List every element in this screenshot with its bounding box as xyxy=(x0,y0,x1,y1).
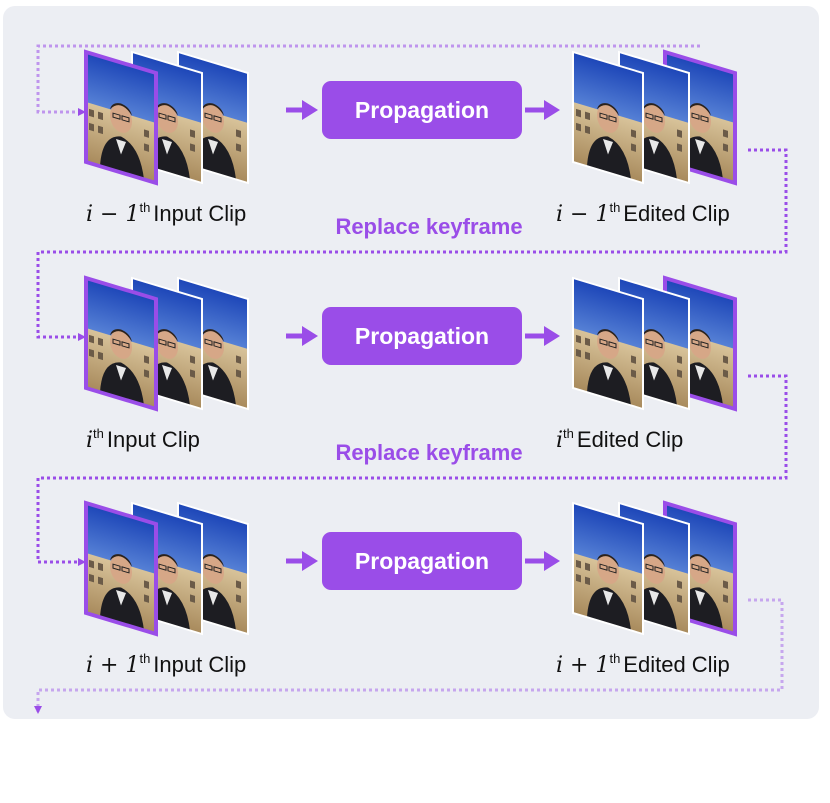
ordinal-suffix: th xyxy=(563,426,574,441)
clip-label-text: Edited Clip xyxy=(623,652,730,677)
arrow-to-edited xyxy=(525,326,560,346)
ordinal-suffix: th xyxy=(139,200,151,215)
input-clip-stack xyxy=(84,49,249,186)
clip-label-text: Input Clip xyxy=(153,652,247,677)
replace-keyframe-label: Replace keyframe xyxy=(335,214,523,239)
arrow-to-propagation xyxy=(286,326,318,346)
video-frame xyxy=(572,501,644,636)
ordinal-suffix: th xyxy=(139,651,151,666)
video-frame xyxy=(572,276,644,411)
clip-label-text: Edited Clip xyxy=(623,201,730,226)
clip-index: i − 1 xyxy=(86,202,140,227)
clip-index: i + 1 xyxy=(86,653,140,678)
propagation-block: Propagation xyxy=(322,307,522,365)
video-frame xyxy=(572,50,644,185)
arrow-to-edited xyxy=(525,551,560,571)
edited-clip-stack xyxy=(572,500,737,637)
edited-clip-stack xyxy=(572,275,737,412)
arrow-to-edited xyxy=(525,100,560,120)
edited-clip-stack xyxy=(572,49,737,186)
feedback-connector xyxy=(36,148,788,341)
clip-label-text: Input Clip xyxy=(106,427,200,452)
video-frame xyxy=(84,500,158,637)
video-frame xyxy=(84,49,158,186)
video-frame xyxy=(84,275,158,412)
ordinal-suffix: th xyxy=(93,426,104,441)
feedback-connector xyxy=(36,44,700,116)
input-clip-stack xyxy=(84,500,249,637)
clip-index: i xyxy=(86,428,94,453)
clip-label-text: Input Clip xyxy=(153,201,247,226)
clip-index: i − 1 xyxy=(556,202,610,227)
clip-index: i + 1 xyxy=(556,653,610,678)
replace-keyframe-label: Replace keyframe xyxy=(335,440,523,465)
input-clip-stack xyxy=(84,275,249,412)
propagation-block: Propagation xyxy=(322,81,522,139)
arrow-to-propagation xyxy=(286,551,318,571)
clip-index: i xyxy=(556,428,564,453)
arrow-to-propagation xyxy=(286,100,318,120)
ordinal-suffix: th xyxy=(609,200,621,215)
propagation-block: Propagation xyxy=(322,532,522,590)
feedback-connector xyxy=(36,374,788,566)
ordinal-suffix: th xyxy=(609,651,621,666)
clip-label-text: Edited Clip xyxy=(576,427,684,452)
